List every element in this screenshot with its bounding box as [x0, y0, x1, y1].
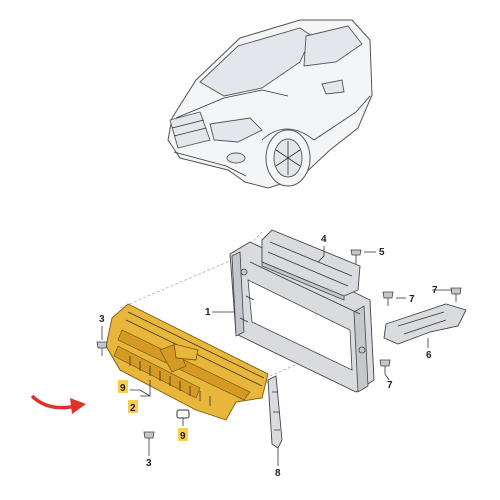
callout-9: 9	[180, 431, 186, 442]
callout-7: 7	[409, 294, 415, 305]
part-8-vertical-support	[267, 375, 283, 449]
callout-7: 7	[432, 285, 438, 296]
part-1-front-carrier	[229, 241, 375, 393]
callout-2: 2	[130, 403, 136, 414]
callout-7: 7	[387, 380, 393, 391]
callout-5: 5	[379, 247, 385, 258]
car-illustration	[167, 19, 373, 189]
part-6-side-bracket	[383, 303, 467, 345]
callout-6: 6	[426, 350, 432, 361]
callout-4: 4	[321, 234, 327, 245]
callout-3: 3	[146, 458, 152, 469]
callout-3: 3	[99, 314, 105, 325]
part-4-upper-crossmember	[261, 229, 361, 301]
callout-lines	[101, 246, 452, 466]
callout-8: 8	[275, 468, 281, 479]
part-2-air-duct	[105, 303, 269, 421]
callout-labels: 1 4 5 7 7 6 7 3 3 8 9 2 9	[99, 234, 438, 479]
direction-arrow-icon	[30, 394, 86, 414]
callout-1: 1	[205, 307, 211, 318]
callout-9: 9	[120, 383, 126, 394]
